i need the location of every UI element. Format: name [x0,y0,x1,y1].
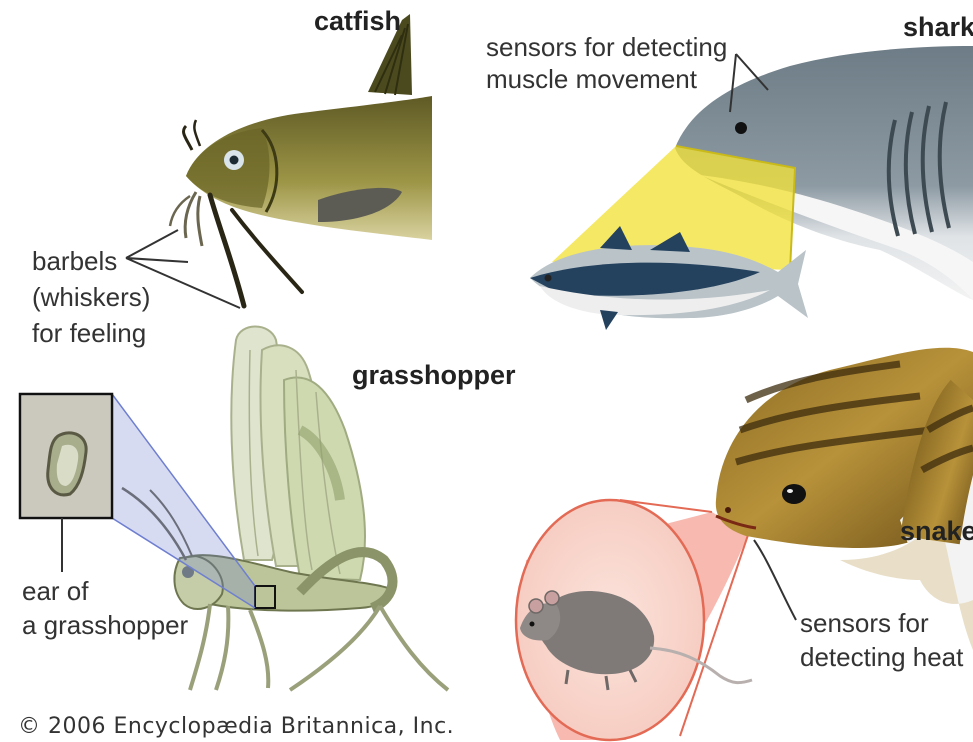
snake-sensors-label-line1: sensors for [800,606,929,640]
barbels-label-line1: barbels [32,244,117,278]
title-snake: snake [900,516,973,547]
title-shark: shark [903,12,973,43]
title-grasshopper: grasshopper [352,360,516,391]
shark-sensors-label-line2: muscle movement [486,62,697,96]
ear-label-line2: a grasshopper [22,608,188,642]
shark-sensors-label-line1: sensors for detecting [486,30,727,64]
barbels-label-line3: for feeling [32,316,146,350]
ear-label-line1: ear of [22,574,89,608]
title-catfish: catfish [314,6,401,37]
barbels-label-line2: (whiskers) [32,280,150,314]
copyright-credit: © 2006 Encyclopædia Britannica, Inc. [18,714,454,739]
catfish-illustration [126,14,432,308]
snake-sensors-label-line2: detecting heat [800,640,963,674]
